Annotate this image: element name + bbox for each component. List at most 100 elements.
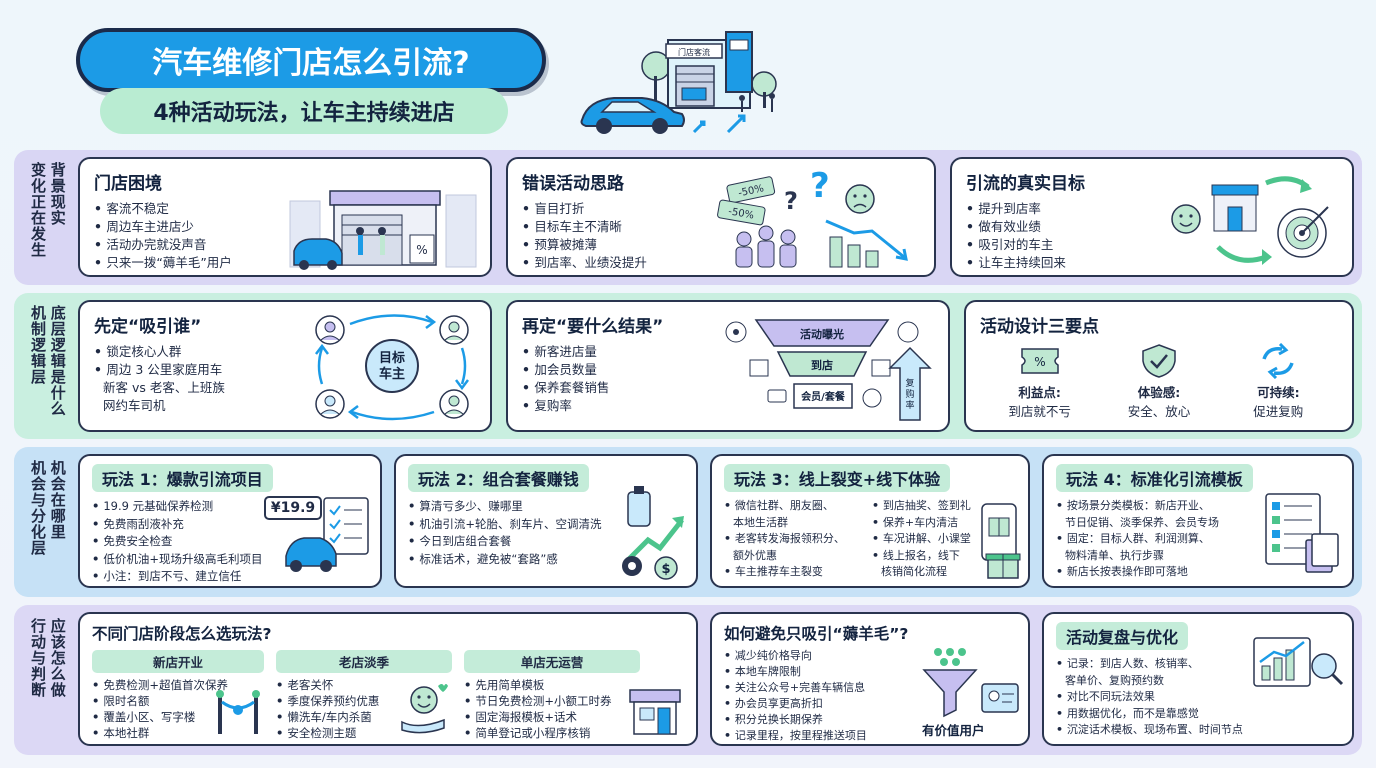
row-label-mechanism: 机制逻辑层底层逻辑是什么 <box>29 305 67 417</box>
point-sustainable: 可持续: 促进复购 <box>1223 342 1333 420</box>
card-play-1: 玩法 1：爆款引流项目 19.9 元基础保养检测 免费雨刮液补充 免费安全检查 … <box>78 454 382 588</box>
svg-text:?: ? <box>810 167 830 206</box>
card-title: 活动设计三要点 <box>980 317 1099 337</box>
shield-check-icon <box>1142 344 1176 378</box>
card-title: 错误活动思路 <box>522 174 624 194</box>
page-title: 汽车维修门店怎么引流? <box>76 28 546 92</box>
list-item: 按场景分类模板：新店开业、 <box>1056 498 1340 515</box>
center-label-2: 车主 <box>379 366 405 382</box>
storefront-car-illustration: 门店客流 <box>580 31 777 134</box>
list-item: 节日促销、淡季保养、会员专场 <box>1065 515 1219 529</box>
card-title: 如何避免只吸引“薅羊毛”? <box>724 625 909 643</box>
point-benefit: % 利益点: 到店就不亏 <box>985 343 1095 420</box>
list-item: 算清亏多少、赚哪里 <box>408 498 684 516</box>
svg-text:%: % <box>416 243 427 257</box>
stage-off-season: 老店淡季 老客关怀 季度保养预约优惠 懒洗车/车内杀菌 安全检测主题 <box>276 650 452 741</box>
phone-gift-icon <box>981 503 1021 579</box>
list-item: 微信社群、朋友圈、 <box>724 498 866 515</box>
list-item: 只来一拨“薅羊毛”用户 <box>94 254 476 272</box>
list-item: 办会员享更高折扣 <box>724 696 910 712</box>
list-item: 机油引流+轮胎、刹车片、空调清洗 <box>408 516 684 534</box>
small-shop-icon <box>629 689 681 735</box>
list-item: 做有效业绩 <box>966 218 1338 236</box>
list-item: 周边 3 公里家庭用车 <box>94 361 476 379</box>
list-item: 低价机油+现场升级高毛利项目 <box>92 551 368 569</box>
stage-head: 单店无运营 <box>464 650 640 673</box>
list-item: 锁定核心人群 <box>94 343 476 361</box>
card-title: 玩法 2：组合套餐赚钱 <box>408 464 589 492</box>
list-item: 季度保养预约优惠 <box>276 693 452 709</box>
card-stage-choice: 不同门店阶段怎么选玩法? 新店开业 免费检测+超值首次保养 限时名额 覆盖小区、… <box>78 612 698 746</box>
list-item: 免费安全检查 <box>92 533 368 551</box>
list-item: 核销简化流程 <box>881 565 947 578</box>
list-item: 让车主持续回来 <box>966 254 1338 272</box>
point-label: 利益点: <box>1018 385 1061 400</box>
funnel-stage: 活动曝光 <box>800 327 844 341</box>
smile-hand-icon <box>401 684 448 734</box>
list-item: 客流不稳定 <box>94 200 476 218</box>
card-title: 玩法 3：线上裂变+线下体验 <box>724 464 951 492</box>
list-item: 覆盖小区、写字楼 <box>92 709 264 725</box>
discount-tag: -50% <box>737 183 765 199</box>
card-avoid-freeloaders: 如何避免只吸引“薅羊毛”? 减少纯价格导向 本地车牌限制 关注公众号+完善车辆信… <box>710 612 1030 746</box>
list-item: 关注公众号+完善车辆信息 <box>724 680 910 696</box>
list-item: 限时名额 <box>92 693 264 709</box>
card-title: 不同门店阶段怎么选玩法? <box>92 625 272 643</box>
center-label-1: 目标 <box>379 350 405 366</box>
empty-store-icon: % <box>289 190 477 270</box>
oil-profit-icon: $ <box>622 486 684 580</box>
point-desc: 安全、放心 <box>1127 404 1191 419</box>
list-item: 标准话术，避免被“套路”感 <box>408 551 684 569</box>
row-label-opportunity: 机会与分化层机会在哪里 <box>29 460 67 556</box>
card-play-4: 玩法 4：标准化引流模板 按场景分类模板：新店开业、 节日促销、淡季保养、会员专… <box>1042 454 1354 588</box>
point-label: 可持续: <box>1257 385 1300 400</box>
card-review-optimize: 活动复盘与优化 记录：到店人数、核销率、 客单价、复购预约数 对比不同玩法效果 … <box>1042 612 1354 746</box>
price-tag: ¥19.9 <box>264 496 322 520</box>
card-design-points: 活动设计三要点 % 利益点: 到店就不亏 体验感: 安全、放心 <box>964 300 1354 432</box>
list-item: 懒洗车/车内杀菌 <box>276 709 452 725</box>
list-item: 客单价、复购预约数 <box>1065 673 1164 687</box>
list-item: 到店抽奖、签到礼 <box>872 498 984 515</box>
discount-tag: -50% <box>727 206 754 221</box>
list-item: 线上报名，线下 <box>872 548 984 565</box>
list-item: 节日免费检测+小额工时券 <box>464 693 640 709</box>
list-item: 额外优惠 <box>733 548 777 562</box>
ribbon-cutting-icon <box>216 690 260 734</box>
list-item: 小注：到店不亏、建立信任 <box>92 568 368 586</box>
funnel-icon: 活动曝光 到店 会员/套餐 复购率 <box>725 319 932 421</box>
card-what-result: 再定“要什么结果” 新客进店量 加会员数量 保养套餐销售 复购率 活动曝光 到店… <box>506 300 950 432</box>
target-owner-label: 目标车主 <box>379 350 405 382</box>
card-title: 玩法 4：标准化引流模板 <box>1056 464 1253 492</box>
stage-new-store: 新店开业 免费检测+超值首次保养 限时名额 覆盖小区、写字楼 本地社群 <box>92 650 264 741</box>
svg-text:$: $ <box>661 562 670 577</box>
list-item: 复购率 <box>522 397 934 415</box>
repurchase-arrow-label: 复购率 <box>905 377 914 411</box>
stage-single-store: 单店无运营 先用简单模板 节日免费检测+小额工时券 固定海报模板+话术 简单登记… <box>464 650 640 741</box>
card-title: 玩法 1：爆款引流项目 <box>92 464 273 492</box>
list-item: 新客 vs 老客、上班族 <box>103 380 225 395</box>
stage-head: 新店开业 <box>92 650 264 673</box>
list-item: 记录：到店人数、核销率、 <box>1056 656 1340 673</box>
point-desc: 到店就不亏 <box>1008 404 1071 419</box>
template-document-icon <box>1265 493 1339 573</box>
list-item: 免费雨刮液补充 <box>92 516 368 534</box>
list-item: 网约车司机 <box>103 398 166 413</box>
list-item: 本地车牌限制 <box>724 664 910 680</box>
list-item: 固定：目标人群、利润测算、 <box>1056 531 1340 548</box>
list-item: 老客转发海报领积分、 <box>724 531 866 548</box>
list-item: 免费检测+超值首次保养 <box>92 677 264 693</box>
card-title: 活动复盘与优化 <box>1056 622 1189 650</box>
card-title: 门店困境 <box>94 174 162 194</box>
card-who-to-attract: 先定“吸引谁” 锁定核心人群 周边 3 公里家庭用车 新客 vs 老客、上班族 … <box>78 300 492 432</box>
svg-text:?: ? <box>784 187 798 215</box>
card-title: 先定“吸引谁” <box>94 317 202 337</box>
list-item: 用数据优化，而不是靠感觉 <box>1056 706 1340 723</box>
list-item: 减少纯价格导向 <box>724 648 910 664</box>
list-item: 19.9 元基础保养检测 <box>92 498 368 516</box>
list-item: 盲目打折 <box>522 200 920 218</box>
ticket-icon: % <box>1020 348 1059 374</box>
list-item: 沉淀话术模板、现场布置、时间节点 <box>1056 722 1340 739</box>
list-item: 新店长按表操作即可落地 <box>1056 564 1340 581</box>
list-item: 记录里程，按里程推送项目 <box>724 728 910 744</box>
point-label: 体验感: <box>1137 385 1181 400</box>
